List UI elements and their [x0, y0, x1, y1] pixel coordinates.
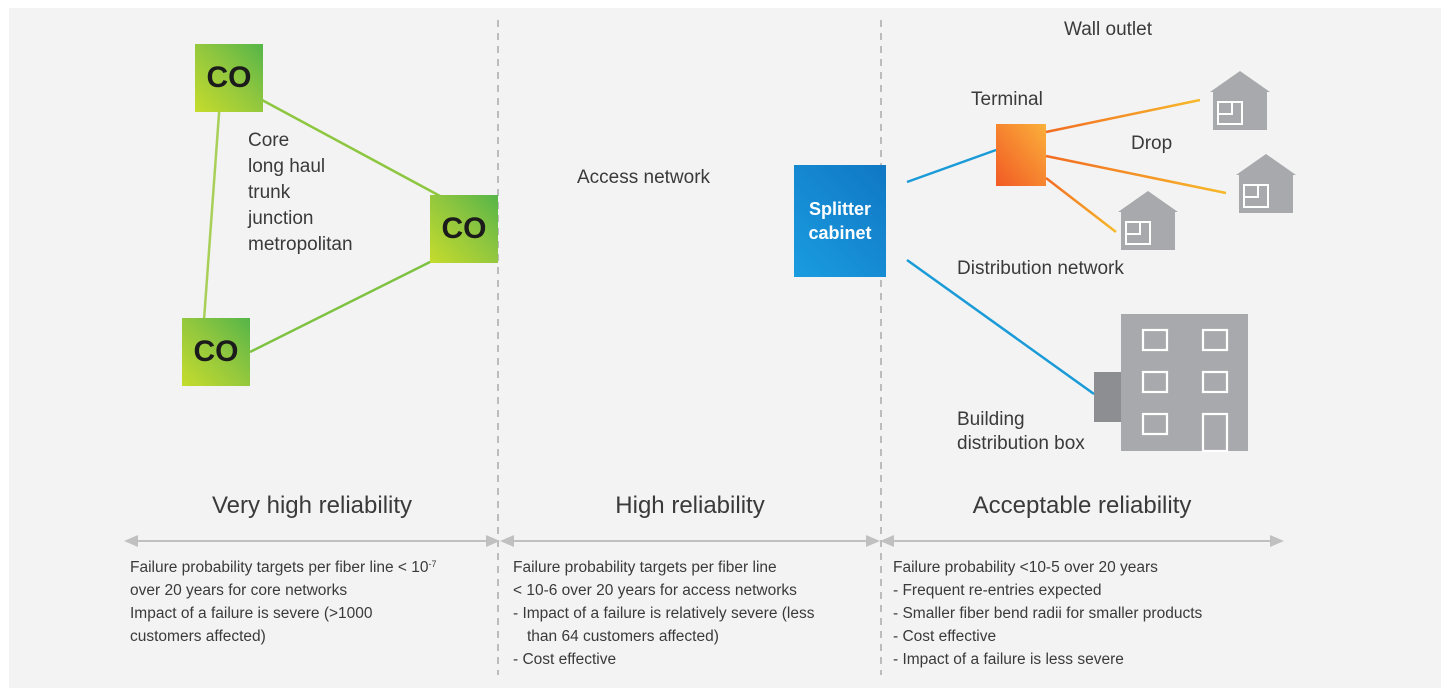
core-link-top-to-bottom: [202, 99, 222, 321]
exponent: -7: [428, 559, 437, 569]
terminal-label: Terminal: [971, 89, 1043, 110]
core-text-line: Impact of a failure is severe (>1000: [130, 605, 373, 622]
drop-label: Drop: [1131, 133, 1173, 154]
access-text-line: than 64 customers affected): [527, 628, 719, 645]
core-type-label: long haul: [248, 156, 326, 177]
core-text-line: over 20 years for core networks: [130, 582, 348, 599]
distribution-link-to-building: [906, 258, 1095, 396]
central-office-node-top: CO: [195, 44, 263, 112]
building-box-label-line1: Building: [957, 409, 1025, 430]
wall-outlet-label: Wall outlet: [1064, 19, 1152, 40]
arrow-very-high-reliability: [124, 535, 500, 547]
distribution-network-label: Distribution network: [957, 258, 1124, 279]
drop-link-lower-house: [1045, 177, 1117, 233]
core-text-line: customers affected): [130, 628, 266, 645]
splitter-label-line1: Splitter: [808, 199, 871, 219]
access-text-line: < 10-6 over 20 years for access networks: [513, 582, 797, 599]
house-icon: [1236, 154, 1296, 213]
building-distribution-box-label: Building distribution box: [957, 408, 1085, 456]
core-type-label: junction: [248, 208, 314, 229]
core-type-label: trunk: [248, 182, 291, 203]
building-icon: [1121, 314, 1248, 453]
access-network-label: Access network: [577, 167, 711, 188]
drop-link-right-house: [1045, 154, 1227, 195]
distribution-text-line: Failure probability <10-5 over 20 years: [893, 559, 1158, 576]
building-box-label-line2: distribution box: [957, 433, 1085, 454]
core-type-label: Core: [248, 130, 290, 151]
access-text-line: - Impact of a failure is relatively seve…: [513, 605, 815, 622]
access-text-line: Failure probability targets per fiber li…: [513, 559, 777, 576]
arrow-acceptable-reliability: [880, 535, 1284, 547]
terminal-box-icon: [996, 124, 1046, 186]
zone-description-access: Failure probability targets per fiber li…: [513, 556, 815, 671]
core-text-line: Failure probability targets per fiber li…: [130, 559, 437, 576]
zone-title-distribution: Acceptable reliability: [972, 492, 1192, 519]
zone-description-core: Failure probability targets per fiber li…: [130, 556, 437, 648]
core-link-top-to-middle: [261, 98, 441, 198]
building-distribution-box-icon: [1094, 372, 1121, 422]
house-icon: [1210, 71, 1270, 130]
zone-description-distribution: Failure probability <10-5 over 20 years …: [893, 556, 1202, 671]
distribution-text-line: - Smaller fiber bend radii for smaller p…: [893, 605, 1203, 622]
splitter-cabinet: Splitter cabinet: [794, 165, 886, 277]
house-icon: [1118, 191, 1178, 250]
distribution-text-line: - Cost effective: [893, 628, 997, 645]
distribution-link-to-terminal: [906, 148, 997, 184]
core-network-types: Core long haul trunk junction metropolit…: [248, 128, 353, 258]
drop-link-upper-house: [1045, 98, 1201, 134]
central-office-node-bottom: CO: [182, 318, 250, 386]
access-text-line: - Cost effective: [513, 651, 617, 668]
distribution-text-line: - Frequent re-entries expected: [893, 582, 1102, 599]
zone-title-access: High reliability: [615, 492, 765, 519]
central-office-node-middle: CO: [430, 195, 498, 263]
splitter-label-line2: cabinet: [808, 223, 872, 243]
distribution-text-line: - Impact of a failure is less severe: [893, 651, 1124, 668]
arrow-high-reliability: [500, 535, 880, 547]
zone-title-core: Very high reliability: [211, 492, 413, 519]
core-link-bottom-to-middle: [249, 256, 439, 354]
core-type-label: metropolitan: [248, 234, 353, 255]
